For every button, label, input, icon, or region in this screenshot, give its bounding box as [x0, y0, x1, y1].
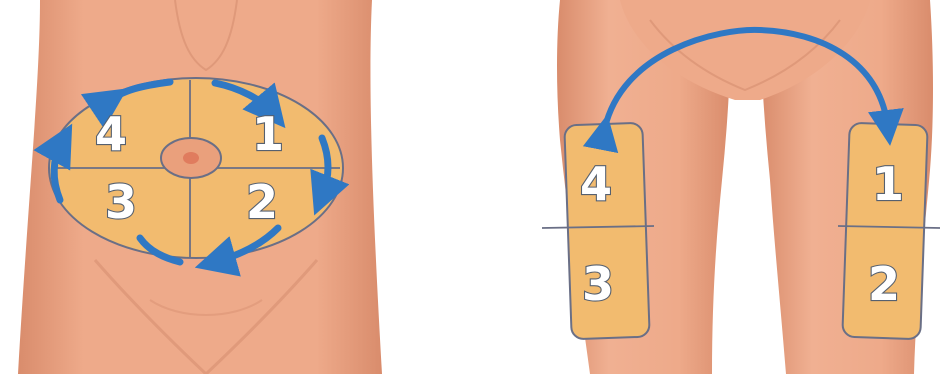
abdomen-zone-4: 4: [95, 107, 127, 161]
left-thigh-zone-4: 4: [580, 157, 612, 211]
right-thigh-zone-2: 2: [868, 257, 900, 311]
abdomen-zone-2: 2: [246, 175, 278, 229]
left-thigh-zone-3: 3: [582, 257, 614, 311]
abdomen-panel: 4 1 3 2: [18, 0, 382, 374]
navel-icon: [183, 152, 199, 164]
inner-thigh-shadow: [728, 140, 762, 374]
thighs-panel: 4 3 1 2: [542, 0, 940, 374]
abdomen-zone-1: 1: [252, 107, 284, 161]
abdomen-zone-3: 3: [105, 175, 137, 229]
right-thigh-zone-1: 1: [872, 157, 904, 211]
